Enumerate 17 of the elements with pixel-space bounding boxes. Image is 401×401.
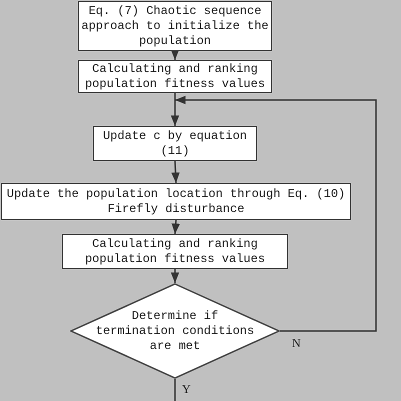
arrow: [170, 50, 180, 60]
step-text: Update the population location through Eq. (10) Firefly disturbance: [6, 186, 346, 216]
decision-diamond: [70, 283, 280, 379]
step-text: Calculating and ranking population fitness values: [84, 62, 266, 92]
arrow: [171, 160, 180, 184]
arrow: [172, 220, 180, 234]
arrow: [170, 93, 180, 126]
process-box: [93, 126, 257, 161]
step-text: Update c by equation (11): [102, 128, 248, 158]
process-box: [62, 234, 288, 269]
arrow: [175, 96, 377, 332]
step-text: Calculating and ranking population fitness values: [84, 236, 266, 266]
edge-label: N: [292, 337, 301, 349]
step-text: Eq. (7) Chaotic sequence approach to initialize the population: [80, 4, 270, 48]
step-text: Determine if termination conditions are met: [94, 308, 256, 354]
arrow: [170, 269, 180, 283]
edge-label: Y: [182, 383, 191, 395]
